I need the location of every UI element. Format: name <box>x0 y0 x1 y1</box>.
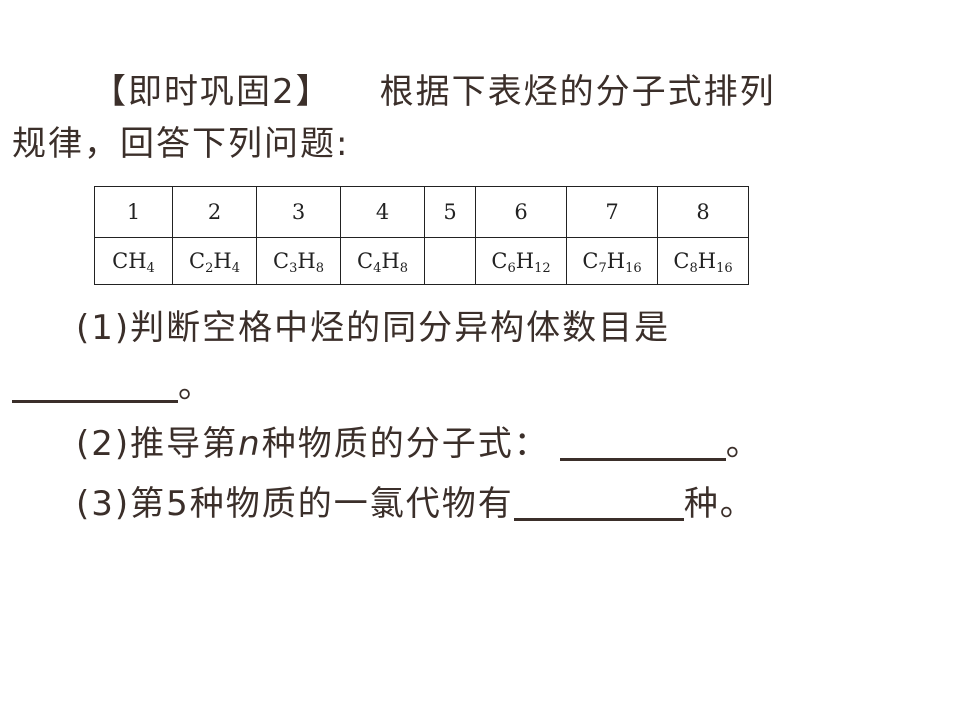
table-cell-formula: C2H4 <box>172 237 257 285</box>
title-text: 根据下表烃的分子式排列 <box>379 72 776 112</box>
title-tag: 【即时巩固2】 <box>92 72 332 112</box>
q2-end: 。 <box>725 424 762 464</box>
question-title-line2: 规律，回答下列问题: <box>12 124 350 164</box>
subscript: 16 <box>625 261 642 276</box>
subscript: 8 <box>399 261 408 276</box>
question-title: 【即时巩固2】 根据下表烃的分子式排列 <box>92 72 776 112</box>
q2-text-b: 种物质的分子式： <box>261 424 550 464</box>
element-symbol: H <box>697 249 717 273</box>
table-cell-number: 8 <box>657 186 749 238</box>
question-3: (3)第5种物质的一氯代物有 种。 <box>76 484 756 524</box>
q3-end: 种。 <box>683 484 756 524</box>
table-cell-number: 1 <box>94 186 173 238</box>
table-cell-empty <box>424 237 476 285</box>
subscript: 16 <box>716 261 733 276</box>
table-cell-formula: C8H16 <box>657 237 749 285</box>
table-cell-number: 7 <box>566 186 658 238</box>
q1-end: 。 <box>178 366 214 406</box>
question-1: (1)判断空格中烃的同分异构体数目是 <box>76 308 670 348</box>
table-cell-formula: C3H8 <box>256 237 341 285</box>
subscript: 7 <box>598 261 607 276</box>
element-symbol: H <box>515 249 535 273</box>
table-cell-number: 5 <box>424 186 476 238</box>
table-cell-number: 2 <box>172 186 257 238</box>
element-symbol: CH <box>112 249 147 273</box>
subscript: 4 <box>231 261 240 276</box>
q3-label: (3) <box>76 484 131 524</box>
element-symbol: H <box>606 249 626 273</box>
table-cell-formula: C6H12 <box>475 237 567 285</box>
subscript: 12 <box>534 261 551 276</box>
element-symbol: C <box>189 249 206 273</box>
subscript: 4 <box>373 261 382 276</box>
element-symbol: C <box>491 249 508 273</box>
element-symbol: C <box>273 249 290 273</box>
subscript: 8 <box>315 261 324 276</box>
q2-answer-blank[interactable] <box>559 428 726 461</box>
element-symbol: C <box>357 249 374 273</box>
q1-answer-blank[interactable] <box>12 370 178 403</box>
element-symbol: C <box>582 249 599 273</box>
q2-label: (2) <box>76 424 131 464</box>
q1-label: (1) <box>76 308 131 348</box>
subscript: 3 <box>289 261 298 276</box>
q2-variable: n <box>238 424 262 464</box>
table-cell-formula: C4H8 <box>340 237 425 285</box>
element-symbol: H <box>381 249 400 273</box>
element-symbol: H <box>297 249 316 273</box>
q1-text: 判断空格中烃的同分异构体数目是 <box>130 308 671 348</box>
q3-answer-blank[interactable] <box>513 488 684 521</box>
question-2: (2)推导第n种物质的分子式： 。 <box>76 424 762 464</box>
element-symbol: C <box>673 249 690 273</box>
element-symbol: H <box>213 249 232 273</box>
table-cell-number: 3 <box>256 186 341 238</box>
subscript: 8 <box>689 261 698 276</box>
question-1-answer-line: 。 <box>12 366 214 406</box>
table-cell-formula: CH4 <box>94 237 173 285</box>
q2-text-a: 推导第 <box>130 424 239 464</box>
table-cell-number: 4 <box>340 186 425 238</box>
table-cell-number: 6 <box>475 186 567 238</box>
subscript: 2 <box>205 261 214 276</box>
subscript: 4 <box>146 261 155 276</box>
subscript: 6 <box>507 261 516 276</box>
table-cell-formula: C7H16 <box>566 237 658 285</box>
q3-text: 第5种物质的一氯代物有 <box>130 484 514 524</box>
